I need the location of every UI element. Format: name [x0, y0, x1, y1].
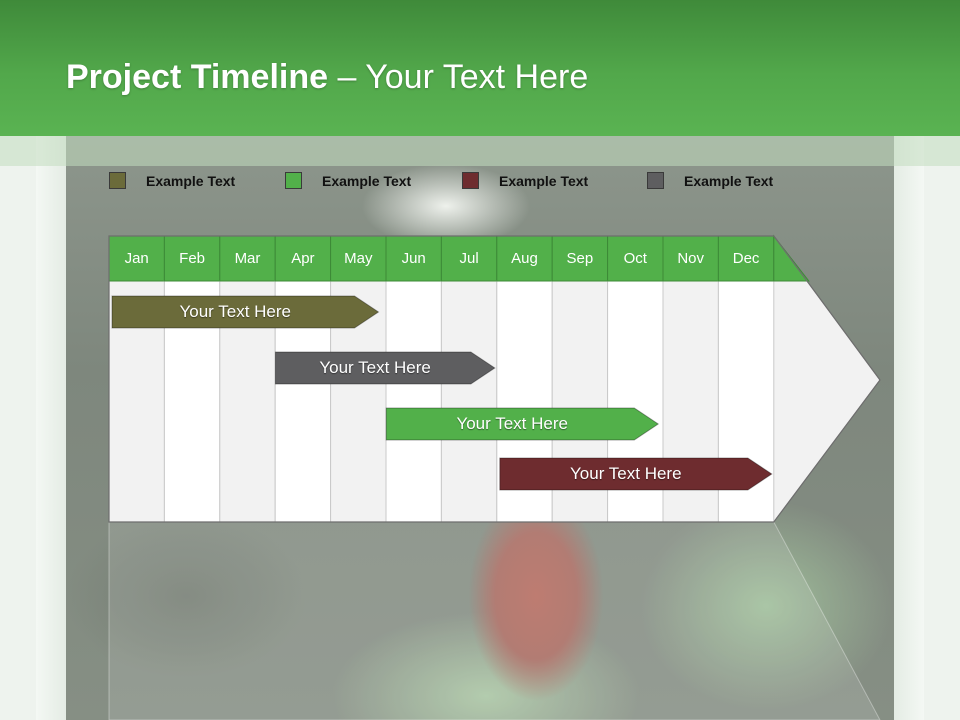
legend-swatch-4 — [647, 172, 664, 189]
month-label-oct: Oct — [623, 250, 647, 267]
legend-label-3: Example Text — [499, 173, 589, 189]
task-label-4: Your Text Here — [570, 464, 682, 483]
month-header-cell-feb — [163, 235, 221, 282]
legend-swatch-1 — [109, 172, 126, 189]
legend-label-1: Example Text — [146, 173, 236, 189]
month-label-jul: Jul — [459, 250, 479, 267]
task-label-3: Your Text Here — [456, 414, 568, 433]
month-header-cell-jun — [385, 235, 442, 282]
month-header-cell-apr — [274, 235, 332, 282]
legend-label-4: Example Text — [684, 173, 774, 189]
month-label-mar: Mar — [234, 250, 261, 267]
month-label-jan: Jan — [124, 250, 149, 267]
header-light-band — [0, 136, 960, 166]
month-column-jul — [440, 280, 498, 523]
slide-header: Project Timeline – Your Text Here — [0, 0, 960, 136]
slide-title: Project Timeline – Your Text Here — [66, 58, 588, 97]
title-rest-part: – Your Text Here — [328, 58, 589, 96]
legend-swatch-3 — [462, 172, 479, 189]
task-arrow-2 — [274, 351, 496, 385]
month-column-jun — [385, 280, 442, 523]
month-header-cell-nov — [662, 235, 719, 282]
task-arrow-3 — [385, 407, 660, 441]
legend-swatch-2 — [285, 172, 302, 189]
month-label-nov: Nov — [677, 250, 705, 267]
month-label-dec: Dec — [732, 250, 760, 267]
month-label-apr: Apr — [291, 250, 315, 267]
month-header-cell-dec — [717, 235, 775, 282]
month-header-cell-may — [330, 235, 387, 282]
month-label-aug: Aug — [511, 250, 538, 267]
task-arrow-1 — [111, 295, 380, 329]
task-arrow-4 — [499, 457, 773, 491]
timeline-reflection — [108, 521, 881, 720]
month-label-may: May — [344, 250, 373, 267]
right-frame-strip — [894, 136, 924, 720]
month-header-cell-aug — [496, 235, 553, 282]
task-label-2: Your Text Here — [319, 358, 431, 377]
month-label-feb: Feb — [179, 250, 206, 267]
month-label-sep: Sep — [566, 250, 594, 267]
legend-label-2: Example Text — [322, 173, 412, 189]
left-frame-strip — [36, 136, 66, 720]
month-header-cell-mar — [219, 235, 276, 282]
timeline-arrow-outline — [108, 235, 881, 523]
month-label-jun: Jun — [401, 250, 426, 267]
task-label-1: Your Text Here — [179, 302, 291, 321]
title-bold-part: Project Timeline — [66, 58, 329, 96]
